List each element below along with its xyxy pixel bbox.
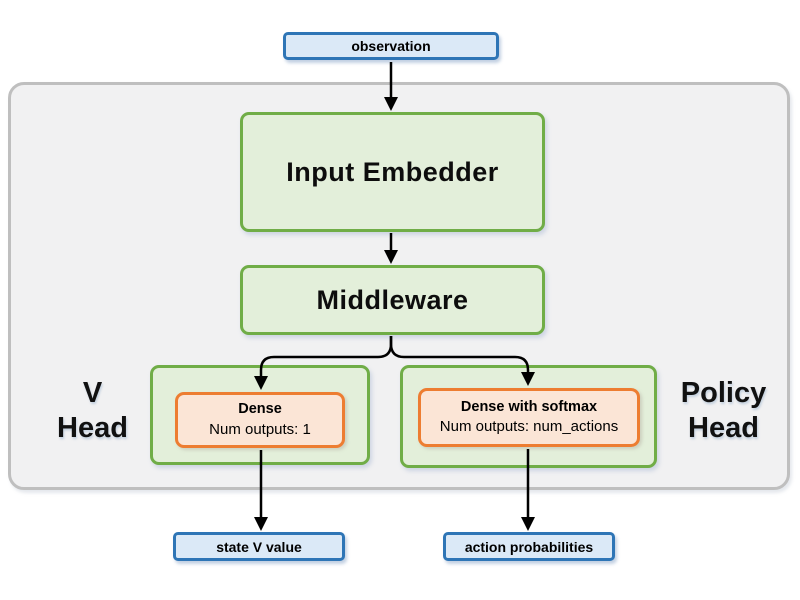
v-head-dense-title: Dense xyxy=(238,401,282,418)
state-v-value-label: state V value xyxy=(216,538,302,555)
policy-head-dense-node: Dense with softmax Num outputs: num_acti… xyxy=(418,388,640,447)
v-head-label-line2: Head xyxy=(57,412,128,445)
action-probabilities-node: action probabilities xyxy=(443,532,615,561)
policy-head-label-line2: Head xyxy=(688,412,759,445)
action-probabilities-label: action probabilities xyxy=(464,538,594,555)
policy-head-dense-title: Dense with softmax xyxy=(460,398,598,415)
observation-label: observation xyxy=(351,38,431,54)
state-v-value-node: state V value xyxy=(173,532,345,561)
v-head-dense-subtitle: Num outputs: 1 xyxy=(209,420,311,438)
policy-head-label-line1: Policy xyxy=(680,377,767,409)
input-embedder-node: Input Embedder xyxy=(240,112,545,232)
middleware-label: Middleware xyxy=(316,284,469,315)
input-embedder-label: Input Embedder xyxy=(286,156,499,187)
v-head-dense-node: Dense Num outputs: 1 xyxy=(175,392,345,448)
v-head-label: V Head xyxy=(35,376,150,447)
policy-head-label: Policy Head xyxy=(657,376,790,447)
policy-head-dense-subtitle: Num outputs: num_actions xyxy=(439,418,619,436)
middleware-node: Middleware xyxy=(240,265,545,335)
observation-node: observation xyxy=(283,32,499,60)
v-head-label-line1: V xyxy=(82,377,103,409)
